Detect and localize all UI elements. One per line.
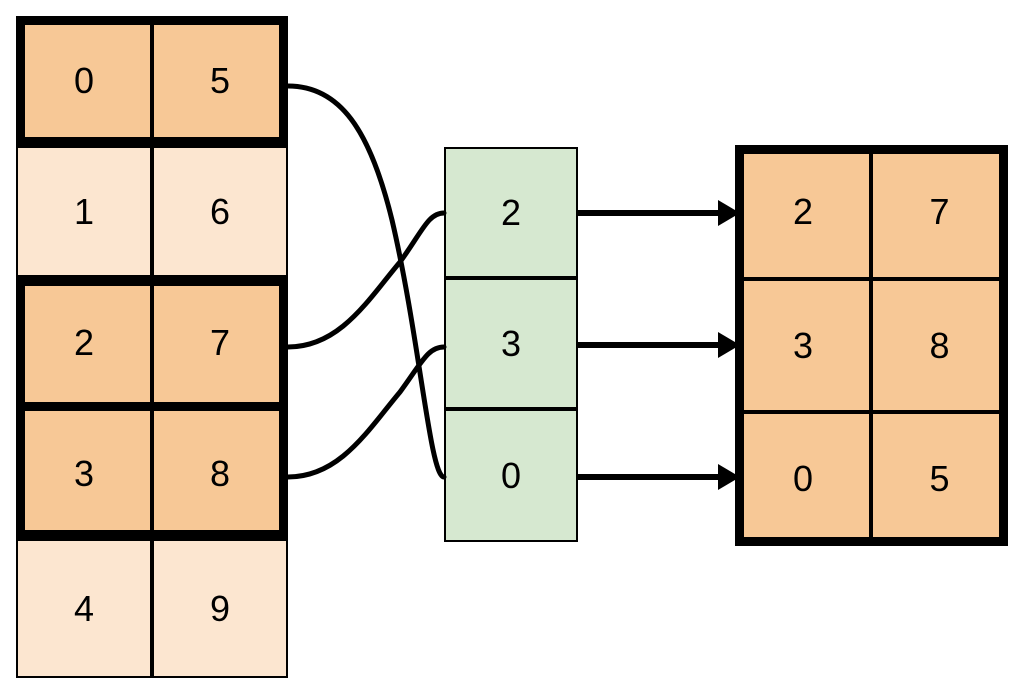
source-cell-r0c1: 5 [152, 16, 288, 146]
table-row: 3 8 [16, 408, 288, 539]
table-row: 0 5 [735, 412, 1008, 546]
link-row-3-to-index-1 [285, 344, 447, 480]
index-vector: 2 3 0 [444, 147, 578, 542]
source-cell-r4c1: 9 [152, 539, 288, 678]
link-row-2-to-index-0 [285, 210, 447, 350]
index-cell-1: 3 [444, 278, 578, 409]
result-cell-r0c0: 2 [735, 145, 871, 279]
result-cell-r2c1: 5 [871, 412, 1008, 546]
source-cell-r3c1: 8 [152, 408, 288, 539]
list-item: 0 [444, 409, 578, 542]
source-cell-r2c1: 7 [152, 277, 288, 408]
table-row: 1 6 [16, 146, 288, 277]
source-cell-r4c0: 4 [16, 539, 152, 678]
result-cell-r0c1: 7 [871, 145, 1008, 279]
list-item: 3 [444, 278, 578, 409]
list-item: 2 [444, 147, 578, 278]
result-cell-r1c0: 3 [735, 279, 871, 412]
source-matrix: 0 5 1 6 2 7 3 8 4 9 [16, 16, 288, 678]
table-row: 4 9 [16, 539, 288, 678]
index-cell-0: 2 [444, 147, 578, 278]
index-cell-2: 0 [444, 409, 578, 542]
table-row: 2 7 [16, 277, 288, 408]
source-cell-r0c0: 0 [16, 16, 152, 146]
link-row-0-to-index-2 [285, 83, 447, 480]
table-row: 3 8 [735, 279, 1008, 412]
result-cell-r2c0: 0 [735, 412, 871, 546]
table-row: 2 7 [735, 145, 1008, 279]
source-cell-r2c0: 2 [16, 277, 152, 408]
result-cell-r1c1: 8 [871, 279, 1008, 412]
source-cell-r1c0: 1 [16, 146, 152, 277]
table-row: 0 5 [16, 16, 288, 146]
source-cell-r3c0: 3 [16, 408, 152, 539]
result-matrix: 2 7 3 8 0 5 [735, 145, 1008, 546]
source-cell-r1c1: 6 [152, 146, 288, 277]
